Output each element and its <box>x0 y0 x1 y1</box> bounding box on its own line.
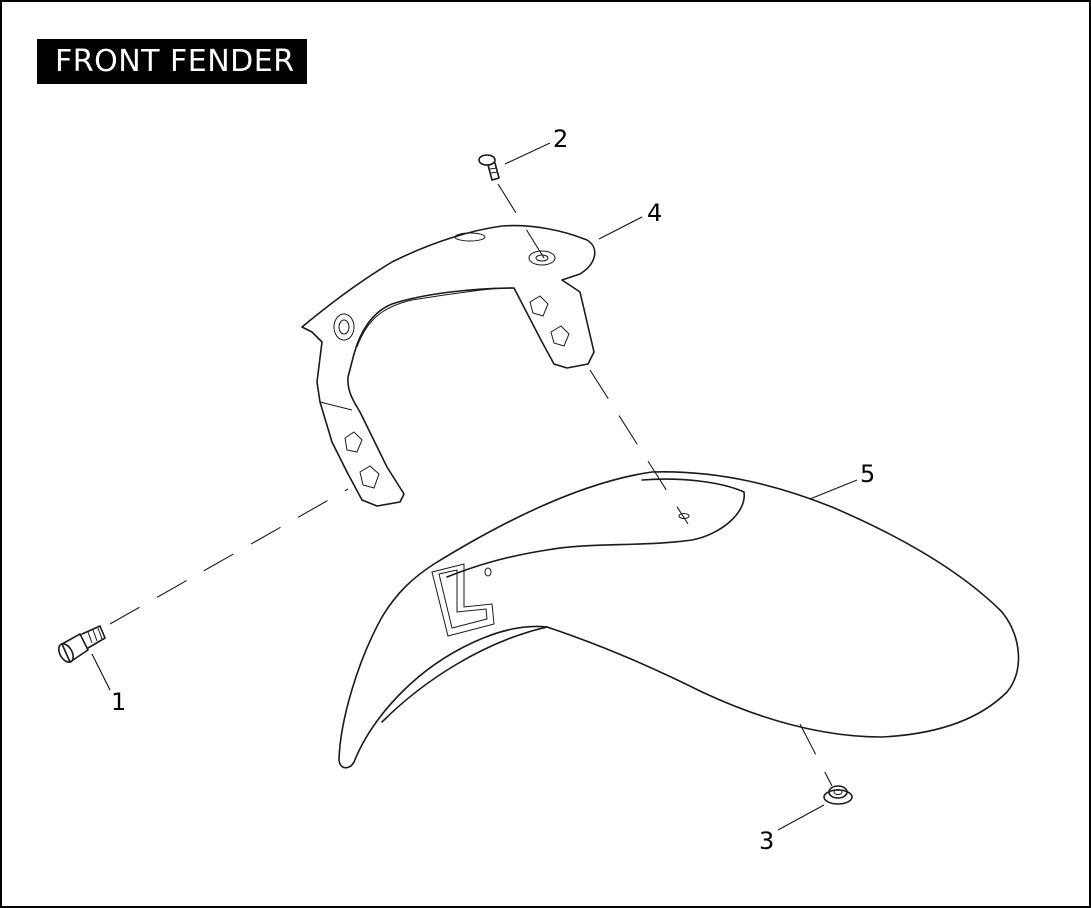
callout-5: 5 <box>809 460 875 500</box>
fender-bracket <box>301 224 596 507</box>
callout-3: 3 <box>759 804 825 855</box>
diagram-title: FRONT FENDER <box>37 39 307 84</box>
callout-label-3: 3 <box>759 827 774 855</box>
callout-label-2: 2 <box>553 125 568 153</box>
button-head-screw <box>478 154 500 181</box>
callout-label-5: 5 <box>860 460 875 488</box>
flange-nut <box>823 785 853 805</box>
front-fender <box>338 471 1020 769</box>
socket-head-screw <box>57 625 106 663</box>
callout-label-1: 1 <box>111 688 126 716</box>
callout-label-4: 4 <box>647 199 662 227</box>
assembly-line-1 <box>109 488 349 625</box>
callout-2: 2 <box>504 125 568 165</box>
assembly-line-3 <box>799 723 833 787</box>
assembly-line-4 <box>589 369 689 525</box>
callout-4: 4 <box>598 199 662 240</box>
assembly-line-2 <box>497 183 545 259</box>
callout-1: 1 <box>91 653 126 716</box>
